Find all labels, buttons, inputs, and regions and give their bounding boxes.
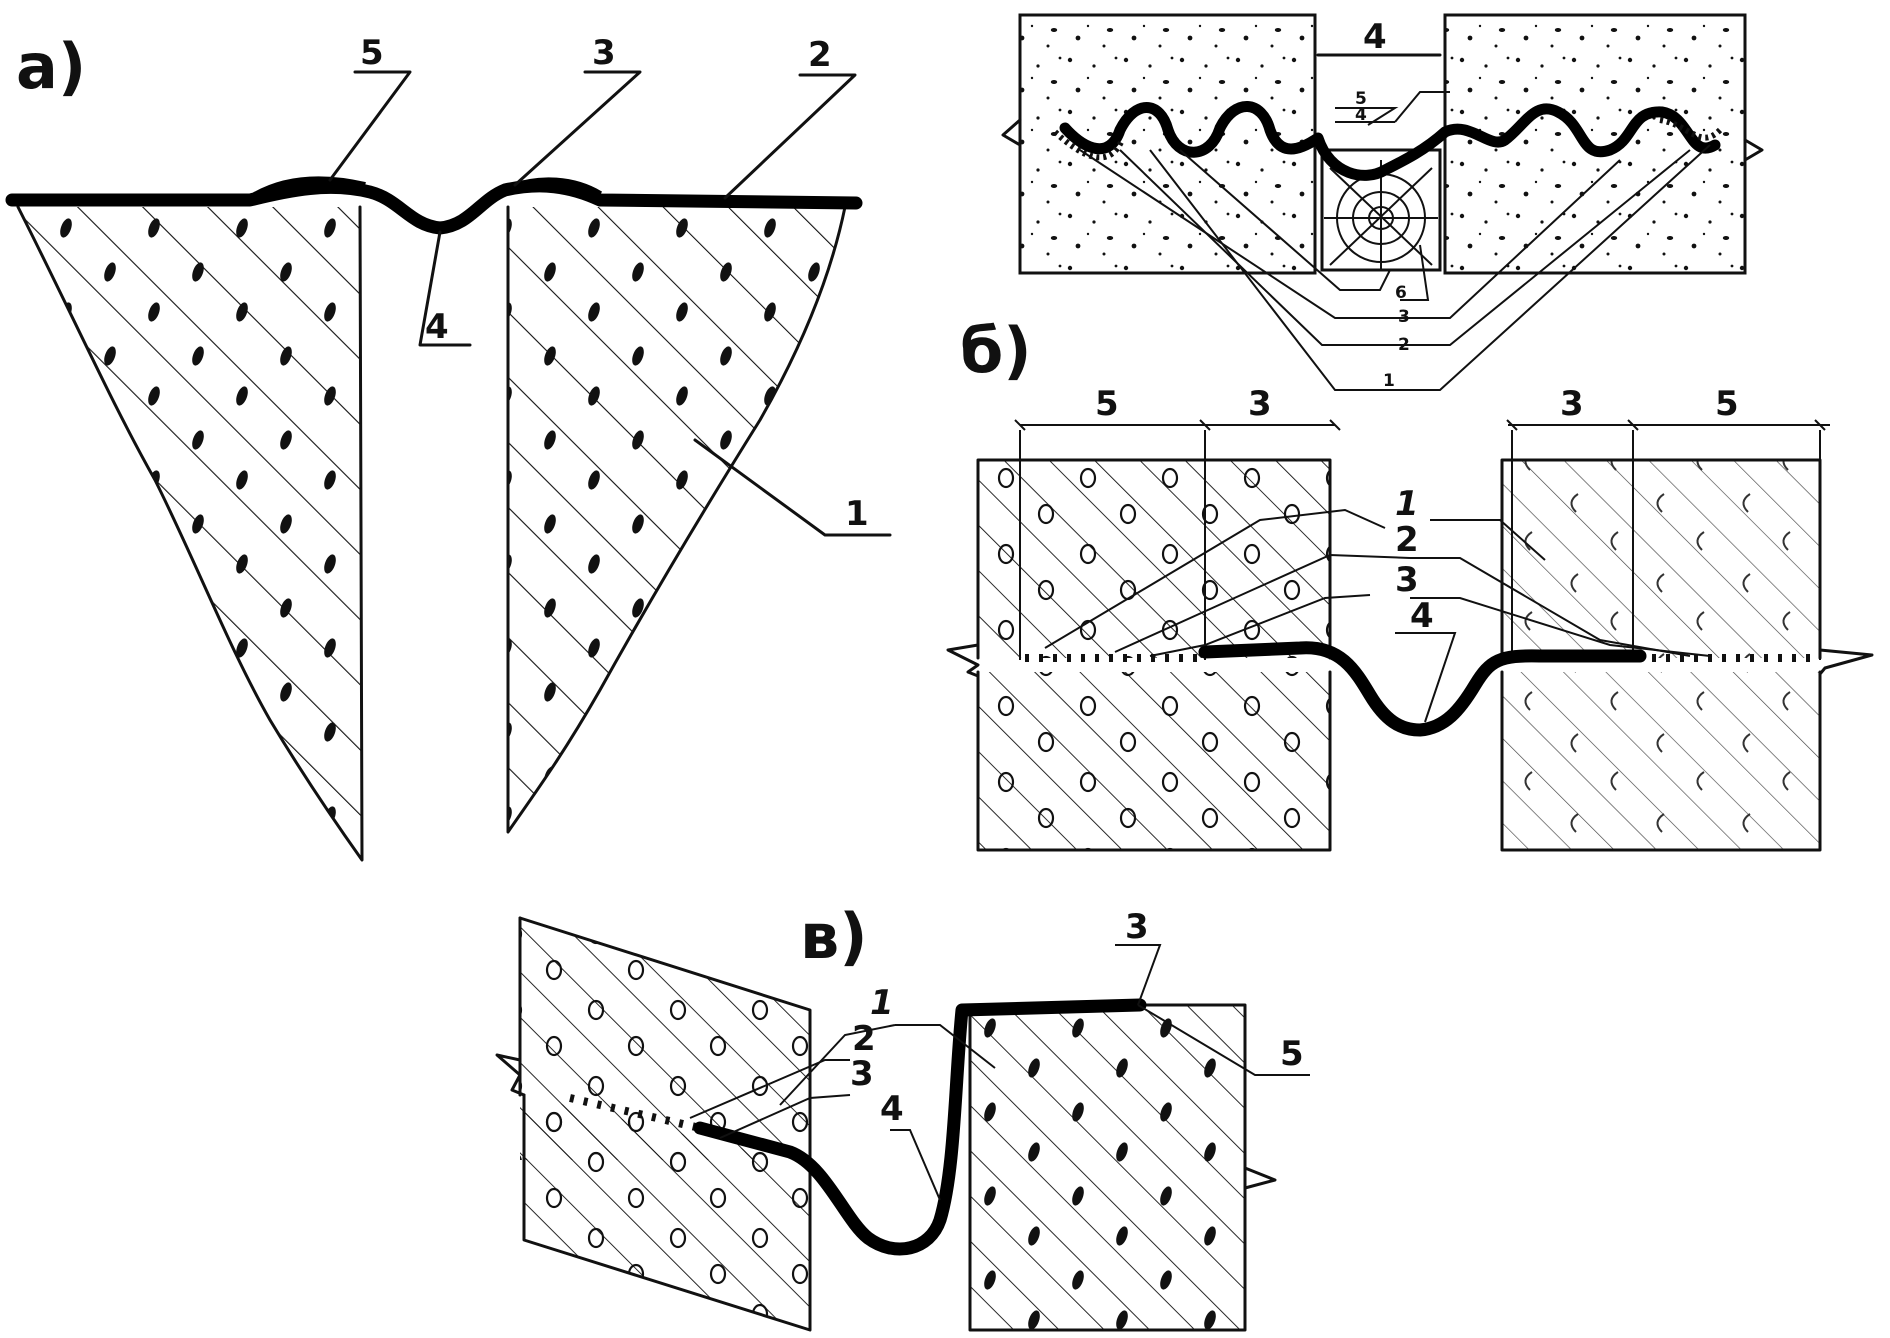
figure-b-dim-left-5: 5 bbox=[1095, 384, 1119, 424]
figure-a-label-4: 4 bbox=[425, 307, 449, 347]
figure-v-label-4: 4 bbox=[880, 1089, 904, 1129]
figure-b-left-upper-block bbox=[976, 430, 1332, 660]
figure-b-sealing-strip bbox=[1198, 641, 1647, 737]
figure-v-left-upper-block bbox=[518, 916, 812, 1162]
figure-b-top-detail: 4 5 4 6 3 2 1 bbox=[1001, 13, 1764, 391]
figure-b-right-upper-block bbox=[1500, 430, 1822, 660]
figure-b-top-label-3: 3 bbox=[1398, 307, 1410, 327]
figure-a-label-3: 3 bbox=[592, 33, 616, 73]
figure-b-left-lower-block bbox=[976, 670, 1332, 852]
figure-v-label-3-top: 3 bbox=[1125, 907, 1149, 947]
figure-b-wavy-strip bbox=[1059, 101, 1721, 181]
figure-a-label-5: 5 bbox=[360, 33, 384, 73]
figure-b-label-2: 2 bbox=[1395, 520, 1419, 560]
figure-b-top-label-2: 2 bbox=[1398, 335, 1410, 355]
figure-v-label-1: 1 bbox=[870, 983, 894, 1023]
figure-v: в) 3 1 bbox=[495, 900, 1310, 1332]
figure-v-right-block bbox=[968, 1003, 1247, 1332]
figure-b-label-3: 3 bbox=[1395, 560, 1419, 600]
figure-a-panel-label: а) bbox=[16, 30, 86, 103]
figure-b-dim-right-3: 3 bbox=[1560, 384, 1584, 424]
figure-v-label-3: 3 bbox=[850, 1054, 874, 1094]
figure-b-dimension-lines bbox=[1014, 419, 1830, 431]
figure-b-top-leaders bbox=[1079, 53, 1711, 391]
figure-b-right-lower-block bbox=[1500, 670, 1822, 852]
figure-b-top-label-4b: 4 bbox=[1355, 105, 1367, 125]
figure-b-label-1: 1 bbox=[1395, 484, 1419, 524]
figure-b-top-label-4: 4 bbox=[1363, 17, 1387, 57]
figure-v-leaders bbox=[689, 944, 1310, 1201]
figure-b-top-label-1: 1 bbox=[1383, 371, 1395, 391]
figure-b-panel-label: б) bbox=[960, 314, 1032, 387]
figure-v-panel-label: в) bbox=[800, 900, 868, 973]
figure-b-main: б) 5 3 3 bbox=[946, 314, 1874, 852]
figure-a: а) 5 3 2 4 1 bbox=[5, 30, 892, 862]
figure-v-label-2: 2 bbox=[852, 1019, 876, 1059]
figure-b-top-label-5: 5 bbox=[1355, 89, 1367, 109]
figure-v-left-lower-block bbox=[522, 1093, 812, 1332]
figure-b-top-label-6: 6 bbox=[1395, 283, 1407, 303]
figure-a-label-1: 1 bbox=[845, 494, 869, 534]
figure-v-sealing-strip bbox=[693, 998, 1147, 1256]
figure-b-main-leaders bbox=[1044, 508, 1711, 723]
figure-a-sealing-strip bbox=[5, 179, 863, 235]
figure-v-label-5: 5 bbox=[1280, 1034, 1304, 1074]
figure-b-label-4: 4 bbox=[1410, 596, 1434, 636]
figure-b-dim-left-3: 3 bbox=[1248, 384, 1272, 424]
figure-b-dim-right-5: 5 bbox=[1715, 384, 1739, 424]
figure-a-left-wedge bbox=[16, 205, 364, 862]
figure-a-label-2: 2 bbox=[808, 35, 832, 75]
figure-a-leaders bbox=[328, 70, 892, 537]
figure-a-right-wedge bbox=[506, 205, 847, 834]
